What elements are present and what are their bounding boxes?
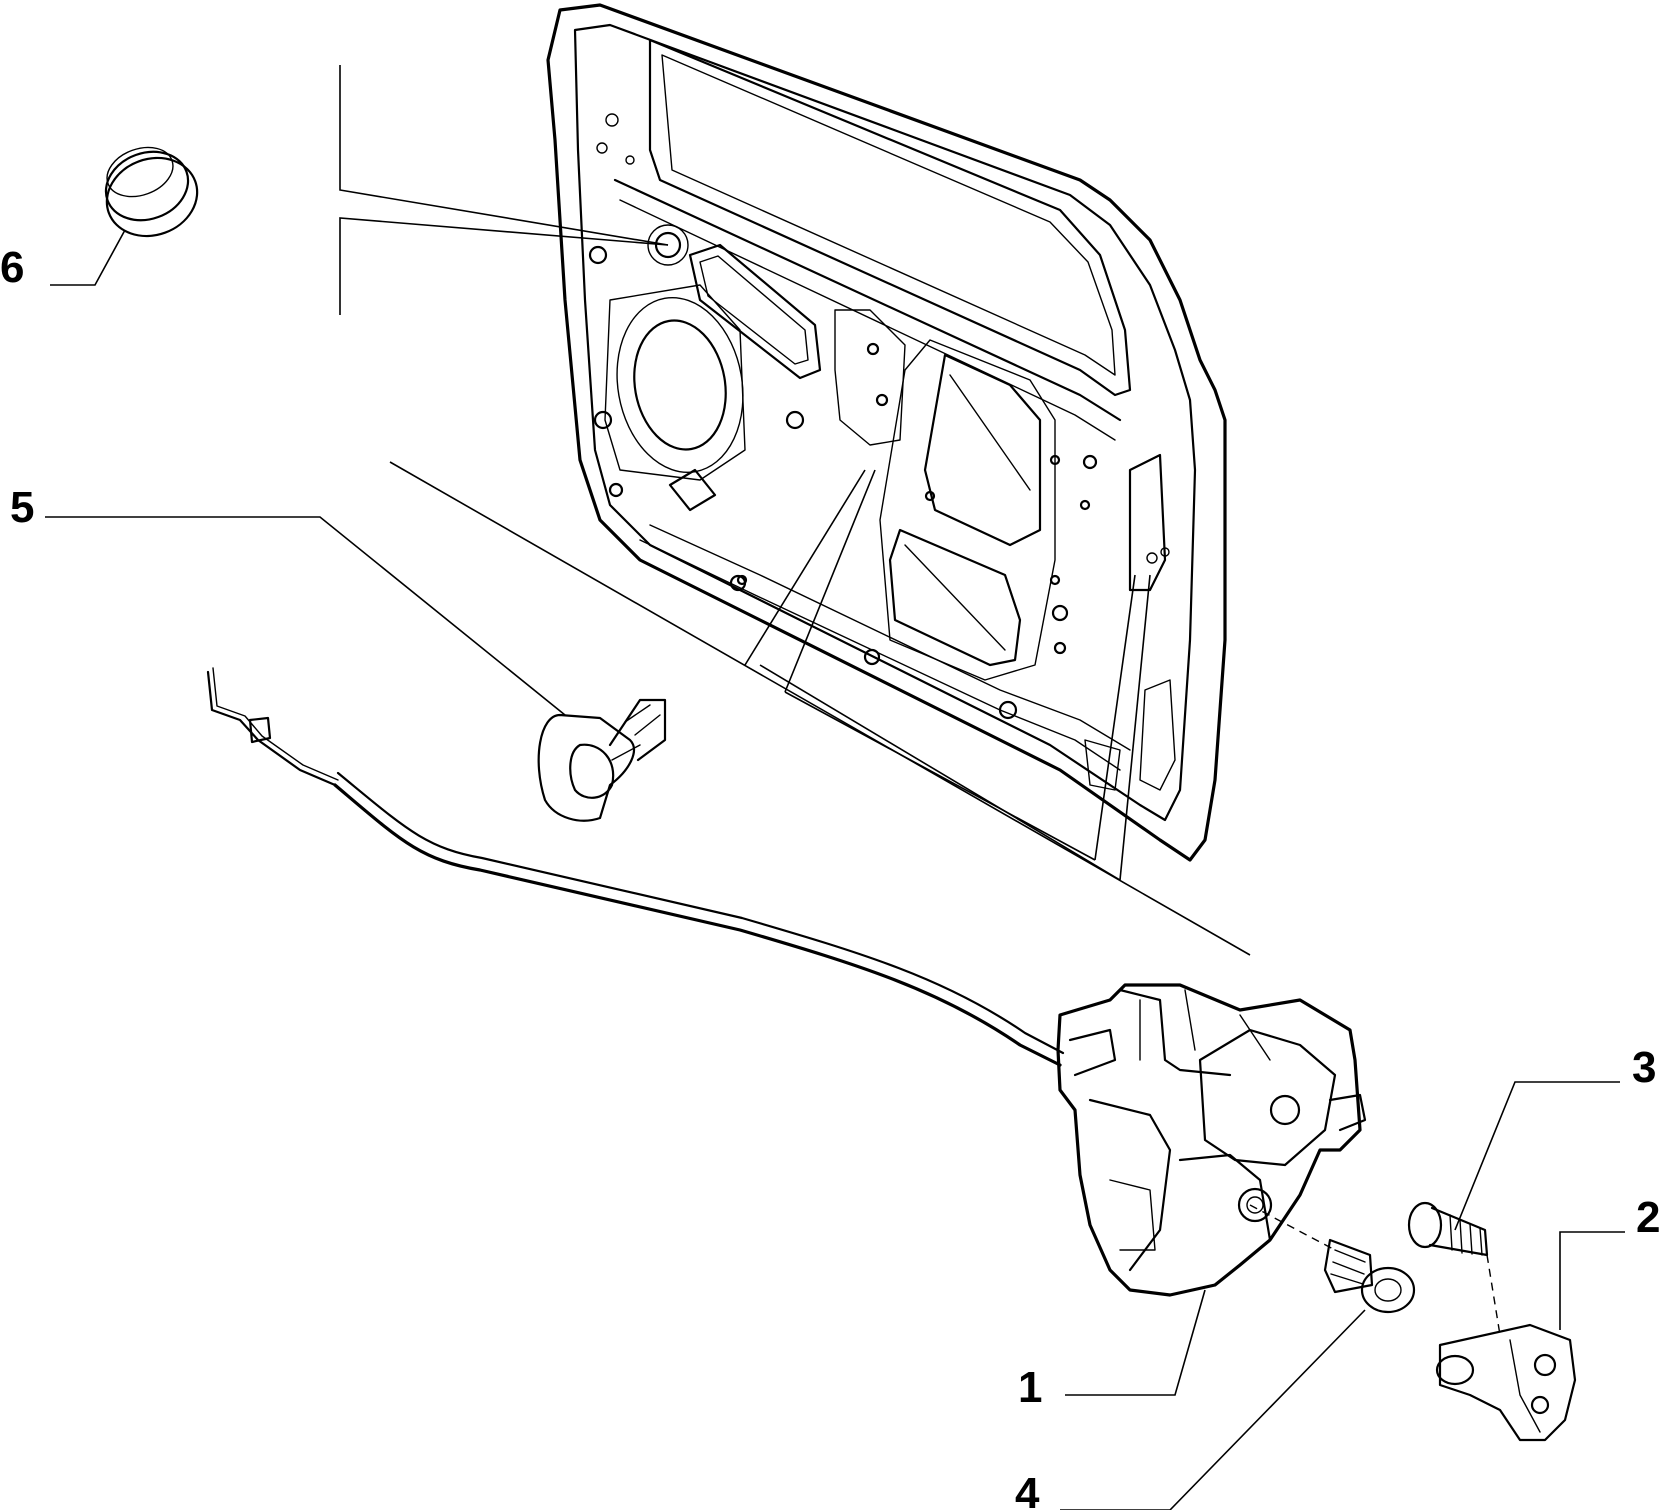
callout-3: 3 [1632, 1043, 1656, 1092]
door-inner-frame [573, 23, 1197, 822]
assembly-line-bolt [1249, 1204, 1336, 1251]
lower-left-recess [1084, 739, 1121, 791]
door-outer-outline [546, 3, 1227, 862]
lower-opening-2 [888, 528, 1022, 667]
speaker-opening [633, 319, 727, 451]
lower-opening-1 [923, 353, 1042, 547]
callout-4: 4 [1015, 1469, 1040, 1510]
part-5-bumper [537, 698, 667, 822]
door-frame [546, 3, 1227, 862]
callout-6: 6 [0, 243, 24, 292]
grommet-hole-rim [647, 224, 689, 266]
speaker-mount [604, 284, 746, 481]
lower-right-recess [1139, 679, 1176, 791]
center-pillar [834, 309, 906, 446]
lock-recess [1128, 453, 1167, 592]
belt-line-2 [619, 199, 1116, 441]
window-opening [648, 38, 1132, 397]
grommet-hole [654, 231, 682, 259]
part-6-plug [104, 146, 199, 238]
leader-lines [45, 65, 1625, 1510]
callout-2: 2 [1636, 1193, 1660, 1242]
part-1-door-lock [1056, 983, 1367, 1297]
part-3-screw [1407, 1201, 1489, 1257]
lower-opening-frame [879, 339, 1056, 681]
cable-clip [248, 716, 272, 744]
callout-1: 1 [1018, 1363, 1042, 1412]
brace-1 [949, 374, 1031, 491]
lock-cable [206, 667, 1065, 1067]
upper-slot [688, 243, 822, 380]
upper-slot-inner [699, 255, 809, 365]
callout-5: 5 [10, 483, 34, 532]
lower-sill [649, 524, 1131, 751]
brace-2 [904, 544, 1006, 651]
lower-sill-2 [639, 539, 1121, 771]
assembly-line-screw [1486, 1254, 1501, 1336]
speaker-opening-rim [616, 296, 744, 474]
square-marker [668, 468, 717, 512]
part-2-striker [1435, 1323, 1577, 1442]
part-4-bolt [1323, 1238, 1416, 1314]
mount-holes [588, 113, 1170, 720]
window-inner [661, 54, 1116, 376]
belt-line [613, 178, 1122, 422]
